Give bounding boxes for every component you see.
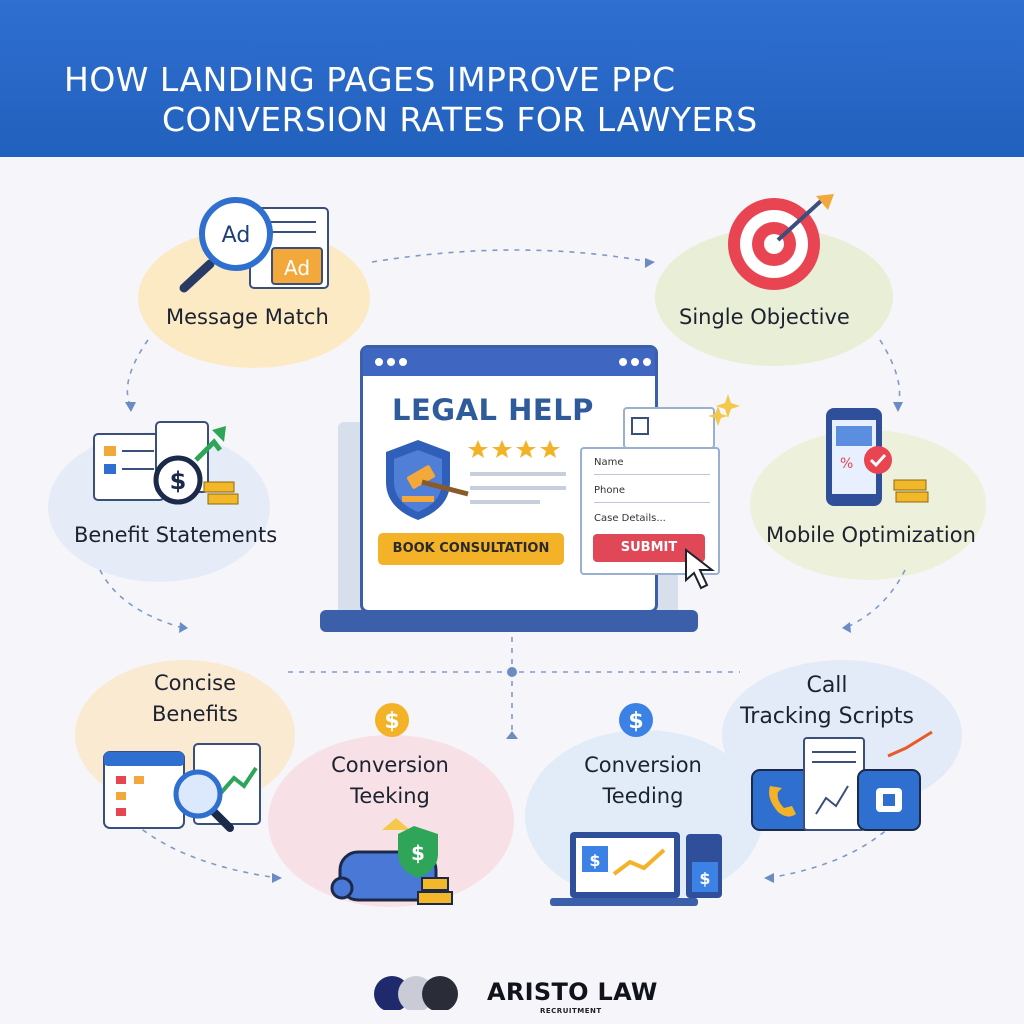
brand-tagline: RECRUITMENT xyxy=(540,1007,602,1015)
coin-symbol: $ xyxy=(384,709,399,734)
ad-badge-large: Ad xyxy=(222,223,251,248)
dollar-coin-icon-blue: $ xyxy=(619,703,653,737)
text-lines xyxy=(470,472,566,504)
phone-field[interactable] xyxy=(594,502,710,503)
book-consultation-button[interactable]: BOOK CONSULTATION xyxy=(378,533,564,565)
label-concise-line1: Concise xyxy=(153,671,237,695)
form-details-label: Case Details... xyxy=(594,513,666,524)
analytics-monitor-icon: $ $ xyxy=(550,832,722,906)
name-field[interactable] xyxy=(594,474,710,475)
svg-text:%: % xyxy=(840,456,853,472)
label-concise-benefits: Concise Benefits xyxy=(110,668,280,730)
label-concise-line2: Benefits xyxy=(152,702,238,726)
shield-gavel-icon xyxy=(386,440,469,520)
label-call-tracking: Call Tracking Scripts xyxy=(722,670,932,732)
ad-badge-small: Ad xyxy=(284,256,310,280)
label-call-line2: Tracking Scripts xyxy=(740,704,914,729)
call-tracking-icon xyxy=(751,730,933,831)
target-icon xyxy=(728,194,834,290)
label-conversion-left: Conversion Teeking xyxy=(300,750,480,812)
shield-dollar: $ xyxy=(411,841,425,865)
title-line-2: CONVERSION RATES FOR LAWYERS xyxy=(162,100,758,139)
form-doc-icon xyxy=(623,406,728,449)
brand-logo-icon xyxy=(374,976,458,1024)
calendar-magnifier-icon xyxy=(103,743,261,832)
label-mobile-optimization: Mobile Optimization xyxy=(766,523,976,547)
browser-bar xyxy=(363,348,655,376)
mobile-phone-icon: % xyxy=(826,408,929,506)
title-banner: HOW LANDING PAGES IMPROVE PPC CONVERSION… xyxy=(0,0,1024,157)
label-conversion-left-line2: Teeking xyxy=(350,784,430,808)
monitor-dollar: $ xyxy=(589,851,600,870)
benefit-documents-icon: $ xyxy=(93,421,239,505)
label-conversion-left-line1: Conversion xyxy=(331,753,449,777)
label-conversion-right-line1: Conversion xyxy=(584,753,702,777)
label-single-objective: Single Objective xyxy=(679,305,850,329)
ad-magnifier-icon: Ad Ad xyxy=(179,197,329,293)
dollar-symbol: $ xyxy=(170,467,187,495)
brand-name: ARISTO LAW xyxy=(487,978,658,1006)
rating-stars-icon xyxy=(468,440,560,458)
title-line-1: HOW LANDING PAGES IMPROVE PPC xyxy=(64,60,676,99)
label-conversion-right: Conversion Teeding xyxy=(553,750,733,812)
landing-headline: LEGAL HELP xyxy=(392,393,594,427)
piggy-bank-icon: $ xyxy=(330,818,453,905)
form-phone-label: Phone xyxy=(594,485,625,496)
label-message-match: Message Match xyxy=(166,305,329,329)
form-name-label: Name xyxy=(594,457,624,468)
label-call-line1: Call xyxy=(806,673,848,698)
submit-button[interactable]: SUBMIT xyxy=(593,534,705,562)
sparkle-icon xyxy=(716,394,740,418)
cursor-icon xyxy=(685,547,715,590)
label-conversion-right-line2: Teeding xyxy=(602,784,684,808)
side-dollar: $ xyxy=(699,869,710,888)
label-benefit-statements: Benefit Statements xyxy=(74,523,278,547)
dollar-coin-icon: $ xyxy=(375,703,409,737)
coin-symbol-blue: $ xyxy=(628,709,643,734)
